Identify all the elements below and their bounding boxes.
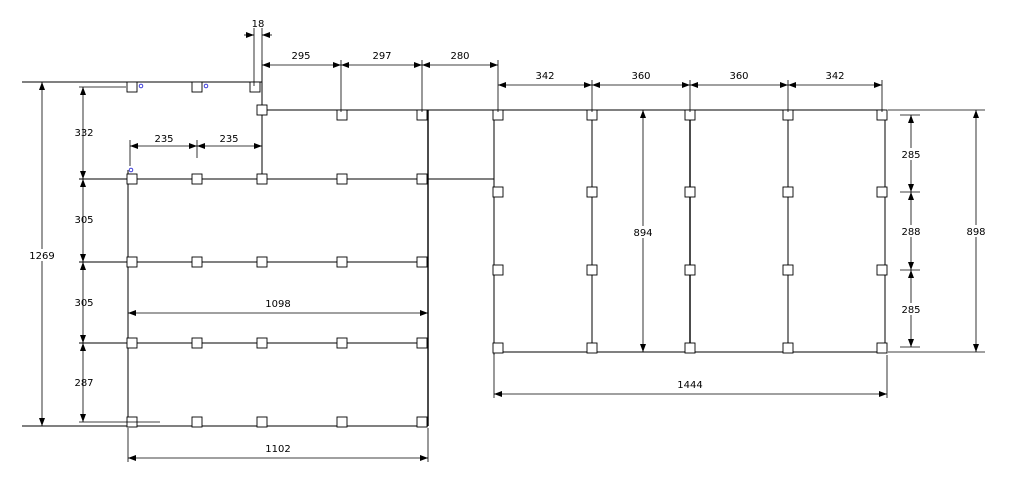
blue-marker: [138, 83, 144, 89]
column-square: [336, 109, 348, 121]
column-square: [586, 186, 598, 198]
column-square: [191, 416, 203, 428]
column-square: [256, 173, 268, 185]
column-square: [191, 337, 203, 349]
column-square: [416, 256, 428, 268]
column-square: [782, 264, 794, 276]
dim-label-285: 285: [901, 150, 920, 161]
column-square: [876, 186, 888, 198]
column-square: [256, 256, 268, 268]
dim-label-235: 235: [154, 134, 173, 145]
dim-label-342: 342: [825, 71, 844, 82]
column-square: [586, 264, 598, 276]
column-square: [684, 264, 696, 276]
column-square: [256, 104, 268, 116]
column-squares: [126, 81, 888, 428]
dim-label-360: 360: [729, 71, 748, 82]
dim-label-280: 280: [450, 51, 469, 62]
column-square: [191, 173, 203, 185]
dim-label-295: 295: [291, 51, 310, 62]
dim-label-285: 285: [901, 305, 920, 316]
column-square: [126, 173, 138, 185]
dim-label-305: 305: [74, 215, 93, 226]
dim-label-360: 360: [631, 71, 650, 82]
dim-label-342: 342: [535, 71, 554, 82]
dim-label-287: 287: [74, 378, 93, 389]
column-square: [256, 337, 268, 349]
column-square: [684, 342, 696, 354]
column-square: [416, 173, 428, 185]
blue-marker: [203, 83, 209, 89]
column-square: [876, 264, 888, 276]
dim-label-297: 297: [372, 51, 391, 62]
dim-label-18: 18: [252, 19, 265, 30]
column-square: [336, 173, 348, 185]
column-square: [336, 416, 348, 428]
column-square: [782, 186, 794, 198]
right-structure: [428, 109, 886, 355]
blue-marker: [128, 167, 134, 173]
dim-label-1444: 1444: [677, 380, 702, 391]
column-square: [684, 186, 696, 198]
dim-label-332: 332: [74, 128, 93, 139]
dim-label-235: 235: [219, 134, 238, 145]
dim-label-305: 305: [74, 298, 93, 309]
column-square: [782, 342, 794, 354]
column-square: [492, 342, 504, 354]
column-square: [416, 416, 428, 428]
column-square: [256, 416, 268, 428]
column-square: [249, 81, 261, 93]
column-square: [336, 337, 348, 349]
dim-label-894: 894: [633, 228, 652, 239]
column-square: [876, 342, 888, 354]
column-square: [126, 256, 138, 268]
dim-label-288: 288: [901, 227, 920, 238]
column-square: [126, 337, 138, 349]
column-square: [191, 256, 203, 268]
dim-label-1269: 1269: [29, 251, 54, 262]
dim-label-1102: 1102: [265, 444, 290, 455]
column-square: [416, 337, 428, 349]
blue-markers: [128, 83, 209, 173]
dimension-lines: 18 295 297 280 342 360 360 342 332 305: [29, 19, 988, 462]
column-square: [492, 264, 504, 276]
dim-label-1098: 1098: [265, 299, 290, 310]
dim-label-898: 898: [966, 227, 985, 238]
column-square: [191, 81, 203, 93]
column-square: [586, 342, 598, 354]
column-square: [492, 186, 504, 198]
column-square: [336, 256, 348, 268]
column-square: [126, 81, 138, 93]
